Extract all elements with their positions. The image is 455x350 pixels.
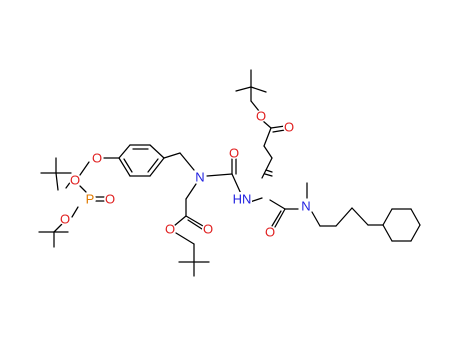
atom-o-ester-bottom-label: O	[165, 222, 175, 237]
atom-o-p-double: O	[104, 192, 116, 207]
atom-hn-amide-label: HN	[233, 192, 252, 207]
atom-o-amide-label: O	[265, 225, 275, 240]
atom-n-methyl: N	[300, 199, 312, 214]
atom-labels: O O O N HN O N O	[59, 109, 312, 240]
atom-n-urea-label: N	[195, 170, 204, 185]
atom-o-ester-bottom: O	[164, 222, 176, 237]
atom-o-ester-bottom-carbonyl: O	[202, 222, 214, 237]
atom-o-p-lower-label: O	[60, 212, 70, 227]
atom-o-p-double-label: O	[105, 192, 115, 207]
atom-o-amide: O	[264, 225, 276, 240]
atom-o-p-lower: O	[59, 212, 71, 227]
atom-p-phosphate: P	[84, 192, 96, 207]
atom-n-methyl-label: N	[301, 199, 310, 214]
atom-hn-amide: HN	[232, 192, 252, 207]
atom-o-urea-label: O	[229, 146, 239, 161]
atom-o-p-upper: O	[69, 173, 81, 188]
atom-o-carbonyl-top-label: O	[284, 120, 294, 135]
atom-o-aryl: O	[91, 151, 103, 166]
atom-o-ester-bottom-carbonyl-label: O	[203, 222, 213, 237]
atom-o-aryl-label: O	[92, 151, 102, 166]
atom-o-ester-top-label: O	[256, 109, 266, 124]
atom-o-p-upper-label: O	[70, 173, 80, 188]
atom-n-urea: N	[194, 170, 206, 185]
atom-p-phosphate-label: P	[86, 192, 95, 207]
atom-o-urea: O	[228, 146, 240, 161]
atom-o-carbonyl-top: O	[283, 120, 295, 135]
bond-lines	[38, 69, 421, 277]
atom-o-ester-top: O	[255, 109, 267, 124]
